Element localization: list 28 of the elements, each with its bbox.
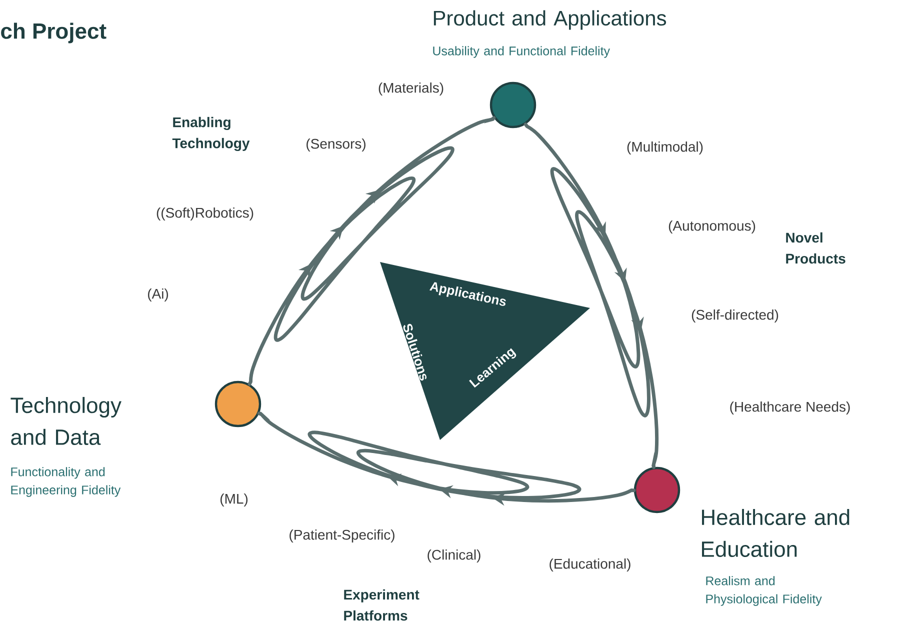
group-label: Enabling Technology <box>172 116 250 152</box>
topic-label: (Patient-Specific) <box>288 528 396 544</box>
circle-node <box>490 82 536 128</box>
topic-label: (Multimodal) <box>626 140 704 156</box>
node-subtitle: Realism and Physiological Fidelity <box>706 576 822 606</box>
coil-arrow <box>257 412 636 506</box>
node-subtitle: Functionality and Engineering Fidelity <box>11 467 121 497</box>
node-heading: Technology and Data <box>10 396 122 446</box>
topic-label: (ML) <box>218 492 250 508</box>
topic-label: ((Soft)Robotics) <box>155 206 256 222</box>
node-heading: Product and Applications <box>434 10 666 30</box>
circle-node <box>214 380 262 428</box>
coil-arrow <box>524 122 659 469</box>
title: ch Project <box>1 22 106 44</box>
topic-label: (Autonomous) <box>667 219 757 235</box>
group-label: Experiment Platforms <box>344 589 420 621</box>
topic-label: (Healthcare Needs) <box>728 400 852 416</box>
topic-label: (Materials) <box>376 81 446 97</box>
topic-label: (Clinical) <box>426 548 482 564</box>
topic-label: (Sensors) <box>304 137 368 153</box>
node-subtitle: Usability and Functional Fidelity <box>433 46 610 58</box>
node-heading: Healthcare and Education <box>702 508 850 558</box>
topic-label: (Self-directed) <box>690 308 780 324</box>
circle-node <box>634 466 680 514</box>
topic-label: (Educational) <box>548 557 632 573</box>
coil-arrow <box>248 116 496 386</box>
group-label: Novel Products <box>786 232 846 264</box>
topic-label: (Ai) <box>146 287 170 303</box>
